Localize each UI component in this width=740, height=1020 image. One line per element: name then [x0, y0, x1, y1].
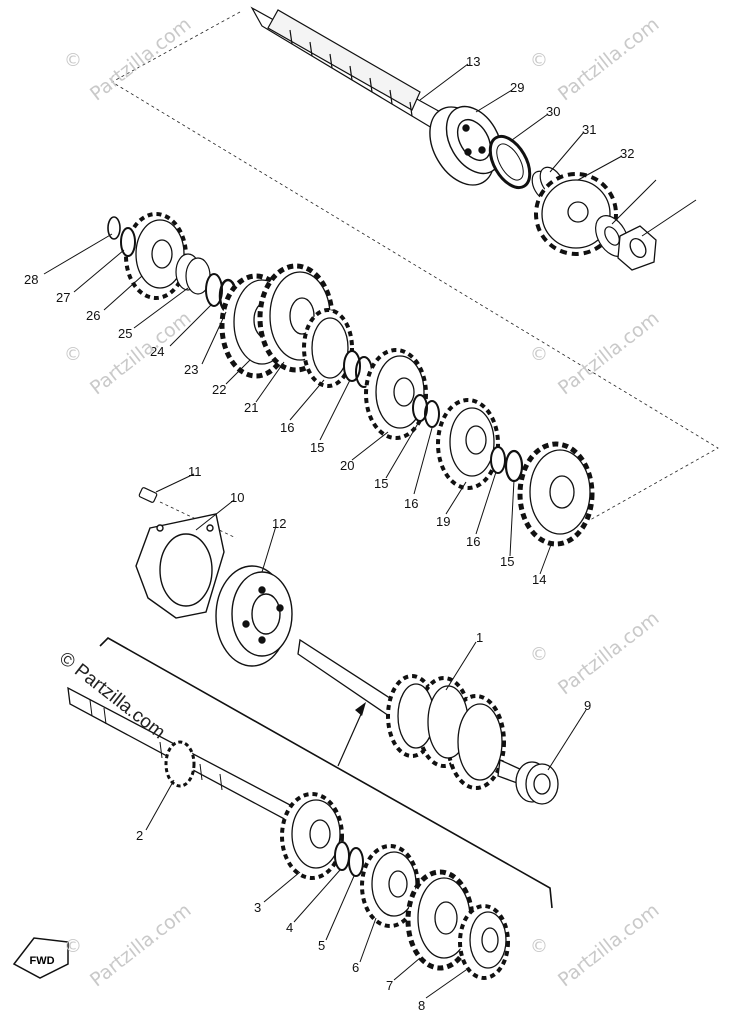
fwd-label: FWD	[29, 955, 54, 967]
nut-32	[617, 225, 657, 271]
bushing-23	[175, 253, 211, 295]
leader-lines	[43, 63, 697, 999]
mainshaft-assembly-1	[297, 638, 523, 790]
callout-17: 19	[436, 514, 450, 529]
shaft-2	[67, 686, 293, 824]
callout-28: 30	[546, 104, 560, 119]
gear-7	[405, 869, 475, 971]
callout-3: 3	[254, 900, 261, 915]
circlip-5	[348, 847, 364, 877]
circlip-26	[107, 216, 121, 240]
callout-14: 14	[532, 572, 546, 587]
callout-12: 12	[272, 516, 286, 531]
callout-15c: 15	[500, 554, 514, 569]
bearing-12	[215, 565, 293, 667]
callout-27: 29	[510, 80, 524, 95]
callout-26: 28	[24, 272, 38, 287]
callout-1: 1	[476, 630, 483, 645]
washer-16b	[424, 400, 440, 428]
gear-8	[458, 904, 510, 980]
callout-4: 4	[286, 920, 293, 935]
callout-16c: 16	[466, 534, 480, 549]
washer-16c	[490, 446, 506, 474]
callout-29: 31	[582, 122, 596, 137]
callout-10: 10	[230, 490, 244, 505]
callout-15b: 15	[374, 476, 388, 491]
gear-24	[124, 212, 188, 300]
callouts: 13 29 30 31 32 28 27 26 25 24 23 22 21 1…	[24, 54, 634, 1013]
callout-16a: 16	[280, 420, 294, 435]
callout-20: 22	[212, 382, 226, 397]
callout-13: 13	[466, 54, 480, 69]
callout-8: 8	[418, 998, 425, 1013]
callout-24: 26	[86, 308, 100, 323]
bolt-11	[138, 487, 158, 503]
bushing-9	[515, 761, 559, 805]
bearing-27	[429, 105, 503, 186]
callout-16b: 16	[404, 496, 418, 511]
main-axle	[250, 6, 445, 129]
washer-25	[120, 227, 136, 257]
assembly-bracket	[99, 637, 553, 909]
callout-11: 11	[188, 464, 202, 479]
gear-3	[280, 792, 344, 880]
callout-30: 32	[620, 146, 634, 161]
gear-14	[517, 441, 595, 547]
dashed-outline	[111, 11, 719, 521]
retainer-plate-10	[135, 513, 225, 619]
gear-17	[436, 398, 500, 490]
washer-22	[205, 273, 223, 307]
callout-15a: 15	[310, 440, 324, 455]
callout-2: 2	[136, 828, 143, 843]
gear-16a	[302, 308, 354, 388]
callout-19: 21	[244, 400, 258, 415]
callout-18: 20	[340, 458, 354, 473]
callout-5: 5	[318, 938, 325, 953]
fwd-arrow-icon: FWD	[12, 937, 69, 979]
callout-6: 6	[352, 960, 359, 975]
sprocket-30	[534, 172, 618, 256]
callout-7: 7	[386, 978, 393, 993]
washer-4	[334, 841, 350, 871]
callout-23: 25	[118, 326, 132, 341]
gear-18	[364, 348, 428, 440]
callout-21: 23	[184, 362, 198, 377]
callout-22: 24	[150, 344, 164, 359]
circlip-15c	[504, 449, 524, 483]
callout-25: 27	[56, 290, 70, 305]
circlip-15b	[412, 394, 428, 422]
callout-9: 9	[584, 698, 591, 713]
